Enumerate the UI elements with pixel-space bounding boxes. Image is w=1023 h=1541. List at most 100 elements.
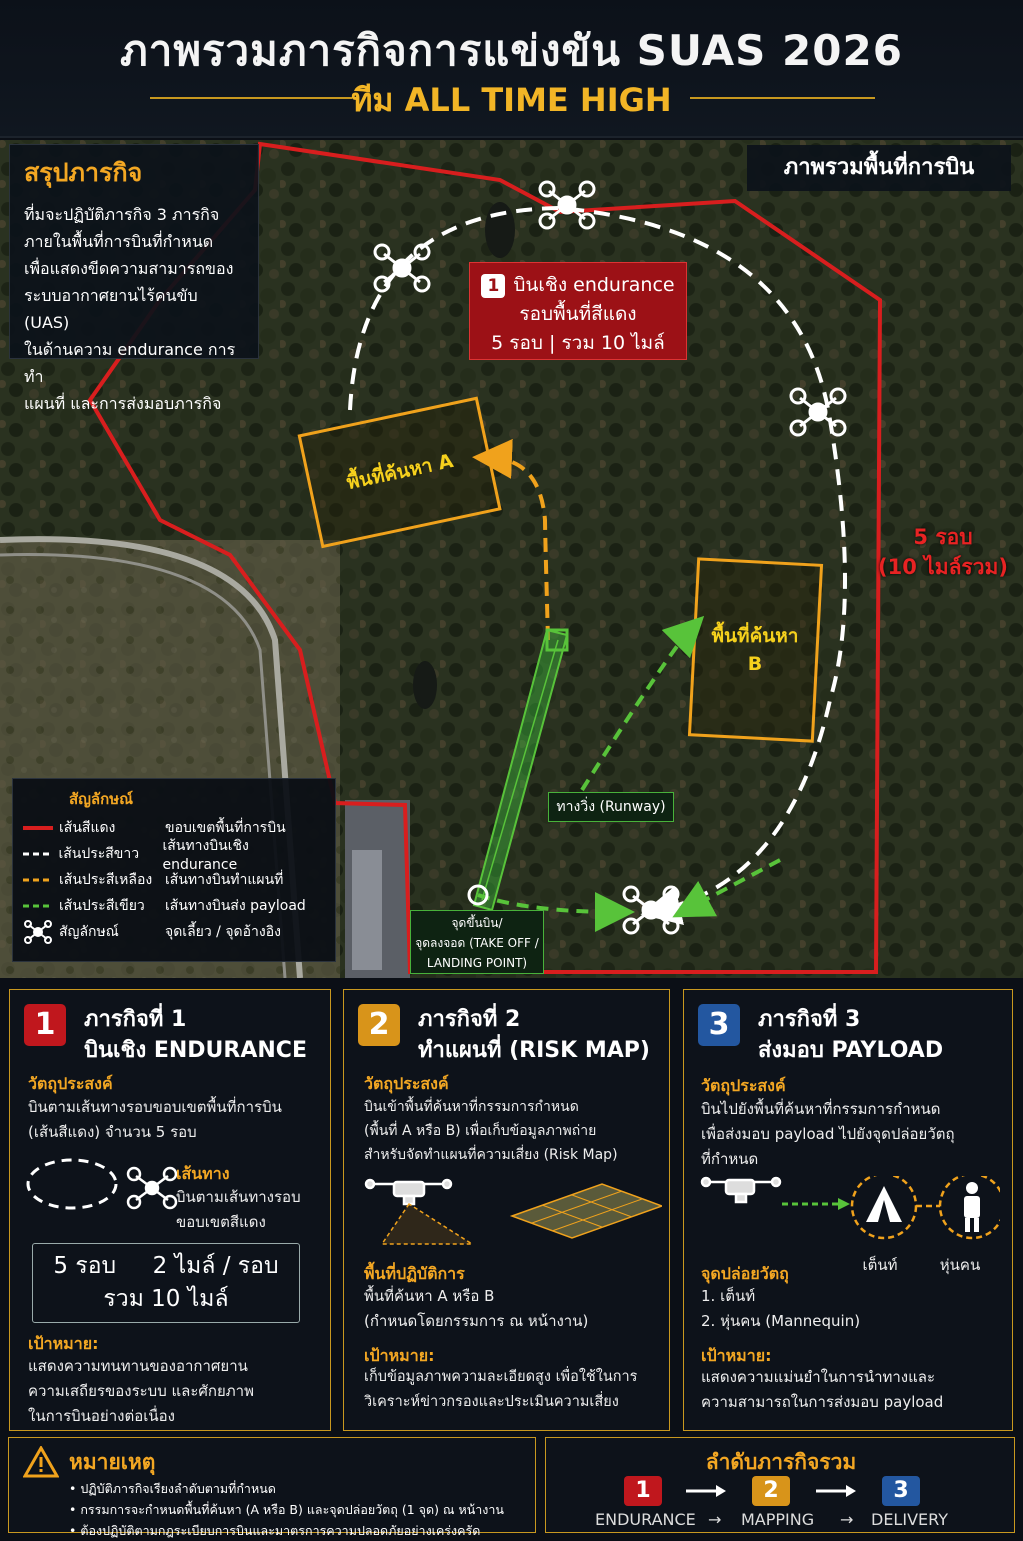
endurance-route [348, 205, 847, 925]
legend-desc: เส้นทางบินทำแผนที่ [165, 872, 284, 888]
legend-desc: เส้นทางบินส่ง payload [165, 898, 306, 914]
stats-line: รวม 10 ไมล์ [103, 1286, 229, 1312]
mission-1-title: ภารกิจที่ 1 บินเชิง ENDURANCE [84, 1004, 307, 1066]
legend-desc: ขอบเขตพื้นที่การบิน [165, 820, 286, 836]
note-text: กรรมการจะกำหนดพื้นที่ค้นหา (A หรือ B) แล… [80, 1502, 504, 1517]
sequence-step-1: 1 [624, 1476, 662, 1506]
area-line: (กำหนดโดยกรรมการ ณ หน้างาน) [364, 1312, 589, 1330]
legend: สัญลักษณ์ เส้นสีแดง ขอบเขตพื้นที่การบิน … [12, 778, 336, 962]
sequence-label-1: ENDURANCE [595, 1510, 696, 1529]
mission-1-route-heading: เส้นทาง [176, 1164, 230, 1183]
takeoff-point [467, 884, 489, 906]
route-line: ขอบเขตสีแดง [176, 1213, 266, 1231]
mission-summary: สรุปภารกิจ ที่มจะปฏิบัติภารกิจ 3 ภารกิจ … [9, 144, 259, 413]
drop-line: 1. เต็นท์ [701, 1287, 756, 1305]
laps-label: 5 รอบ (10 ไมล์รวม) [878, 522, 1008, 582]
stats-line: 5 รอบ 2 ไมล์ / รอบ [53, 1253, 279, 1279]
sequence-step-2: 2 [752, 1476, 790, 1506]
legend-label: เส้นสีแดง [59, 820, 116, 836]
sequence-panel: ลำดับภารกิจรวม 1 2 3 ENDURANCE → MAPPING… [545, 1437, 1015, 1533]
summary-line: ในด้านความ endurance การทำ [24, 340, 236, 386]
mission-3-title-line: ส่งมอบ PAYLOAD [758, 1038, 944, 1063]
area-line: พื้นที่ค้นหา A หรือ B [364, 1287, 495, 1305]
mission-3-title: ภารกิจที่ 3 ส่งมอบ PAYLOAD [758, 1004, 943, 1066]
runway-label: ทางวิ่ง (Runway) [548, 792, 674, 822]
mission-2-area: พื้นที่ค้นหา A หรือ B (กำหนดโดยกรรมการ ณ… [364, 1284, 588, 1334]
laps-line: 5 รอบ [913, 525, 973, 549]
endurance-line: บินเชิง endurance [513, 274, 675, 296]
tent-label: เต็นท์ [862, 1256, 898, 1274]
mission-1-stats: 5 รอบ 2 ไมล์ / รอบ รวม 10 ไมล์ [32, 1243, 300, 1323]
mission-2-objective-heading: วัตถุประสงค์ [364, 1074, 449, 1093]
goal-line: ในการบินอย่างต่อเนื่อง [28, 1407, 175, 1425]
mission-1-goal: แสดงความทนทานของอากาศยาน ความเสถียรของระ… [28, 1354, 254, 1429]
legend-label: สัญลักษณ์ [59, 924, 119, 940]
payload-route-b [580, 615, 705, 792]
legend-red-line [23, 826, 53, 830]
mission-3-objective-heading: วัตถุประสงค์ [701, 1076, 786, 1095]
page-subtitle: ทีม ALL TIME HIGH [351, 81, 672, 119]
notes-panel: หมายเหตุ • ปฏิบัติภารกิจเรียงลำดับตามที่… [8, 1437, 536, 1538]
mission-3-number: 3 [698, 1004, 740, 1046]
mission-1-objective-heading: วัตถุประสงค์ [28, 1074, 113, 1093]
objective-line: บินเข้าพื้นที่ค้นหาที่กรรมการกำหนด [364, 1099, 579, 1115]
summary-title: สรุปภารกิจ [24, 158, 143, 187]
route-line: บินตามเส้นทางรอบ [176, 1188, 301, 1206]
legend-row: เส้นประสีขาว เส้นทางบินเชิง endurance [23, 838, 325, 873]
objective-line: บินไปยังพื้นที่ค้นหาที่กรรมการกำหนด [701, 1100, 941, 1118]
mission-1-title-line: บินเชิง ENDURANCE [84, 1038, 307, 1063]
mission-3-card: 3 ภารกิจที่ 3 ส่งมอบ PAYLOAD วัตถุประสงค… [683, 989, 1013, 1431]
objective-line: (เส้นสีแดง) จำนวน 5 รอบ [28, 1123, 197, 1141]
arrow-right-icon [686, 1485, 726, 1497]
mission-2-area-heading: พื้นที่ปฏิบัติการ [364, 1264, 465, 1283]
legend-label: เส้นประสีขาว [58, 846, 140, 862]
mission-1-card: 1 ภารกิจที่ 1 บินเชิง ENDURANCE วัตถุประ… [9, 989, 331, 1431]
mission-3-title-line: ภารกิจที่ 3 [758, 1007, 861, 1032]
mission-1-goal-heading: เป้าหมาย: [28, 1334, 99, 1353]
mission-2-goal-heading: เป้าหมาย: [364, 1346, 435, 1365]
legend-white-dash [23, 852, 53, 856]
takeoff-line: LANDING POINT) [426, 956, 528, 970]
legend-label: เส้นประสีเขียว [59, 898, 145, 914]
takeoff-line: จุดขึ้นบิน/ [451, 916, 503, 930]
note-item: • ปฏิบัติภารกิจเรียงลำดับตามที่กำหนด [69, 1481, 276, 1496]
summary-line: เพื่อแสดงขีดความสามารถของ [24, 259, 234, 278]
mission-2-title: ภารกิจที่ 2 ทำแผนที่ (RISK MAP) [418, 1004, 650, 1066]
arrow-right-icon [816, 1485, 856, 1497]
delivery-illustration [700, 1176, 1000, 1240]
sequence-title: ลำดับภารกิจรวม [705, 1450, 857, 1474]
objective-line: เพื่อส่งมอบ payload ไปยังจุดปล่อยวัตถุ [701, 1125, 955, 1143]
legend-title: สัญลักษณ์ [69, 790, 134, 808]
goal-line: เก็บข้อมูลภาพความละเอียดสูง เพื่อใช้ในกา… [364, 1369, 638, 1385]
summary-line: ที่มจะปฏิบัติภารกิจ 3 ภารกิจ [24, 205, 220, 224]
sequence-arrow: → [708, 1510, 722, 1529]
header: ภาพรวมภารกิจการแข่งขัน SUAS 2026 ทีม ALL… [0, 0, 1023, 138]
objective-line: บินตามเส้นทางรอบขอบเขตพื้นที่การบิน [28, 1098, 282, 1116]
legend-label: เส้นประสีเหลือง [59, 872, 153, 888]
route-oval-icon [26, 1158, 178, 1210]
mission-1-route: บินตามเส้นทางรอบ ขอบเขตสีแดง [176, 1185, 301, 1235]
mission-3-drop-heading: จุดปล่อยวัตถุ [701, 1264, 789, 1283]
overview-label: ภาพรวมพื้นที่การบิน [747, 145, 1011, 191]
endurance-line: รอบพื้นที่สีแดง [519, 303, 637, 325]
goal-line: ความสามารถในการส่งมอบ payload [701, 1393, 944, 1411]
sequence-arrow: → [840, 1510, 854, 1529]
sequence-step-3: 3 [882, 1476, 920, 1506]
objective-line: (พื้นที่ A หรือ B) เพื่อเก็บข้อมูลภาพถ่า… [364, 1123, 597, 1139]
objective-line: สำหรับจัดทำแผนที่ความเสี่ยง (Risk Map) [364, 1147, 618, 1163]
endurance-number: 1 [481, 274, 506, 298]
laps-line: (10 ไมล์รวม) [878, 555, 1008, 579]
mission-3-goal-heading: เป้าหมาย: [701, 1346, 772, 1365]
sequence-label-2: MAPPING [741, 1510, 815, 1529]
area-b-label: พื้นที่ค้นหา [712, 621, 799, 647]
summary-line: ระบบอากาศยานไร้คนขับ (UAS) [24, 286, 198, 332]
area-b-letter: B [748, 653, 762, 675]
notes-list: • ปฏิบัติภารกิจเรียงลำดับตามที่กำหนด • ก… [69, 1478, 504, 1541]
warning-icon [23, 1446, 59, 1478]
mission-2-card: 2 ภารกิจที่ 2 ทำแผนที่ (RISK MAP) วัตถุป… [343, 989, 670, 1431]
mission-2-number: 2 [358, 1004, 400, 1046]
legend-row: เส้นสีแดง ขอบเขตพื้นที่การบิน [23, 815, 325, 841]
drop-line: 2. หุ่นคน (Mannequin) [701, 1312, 861, 1330]
mapping-drone-illustration [364, 1178, 662, 1245]
